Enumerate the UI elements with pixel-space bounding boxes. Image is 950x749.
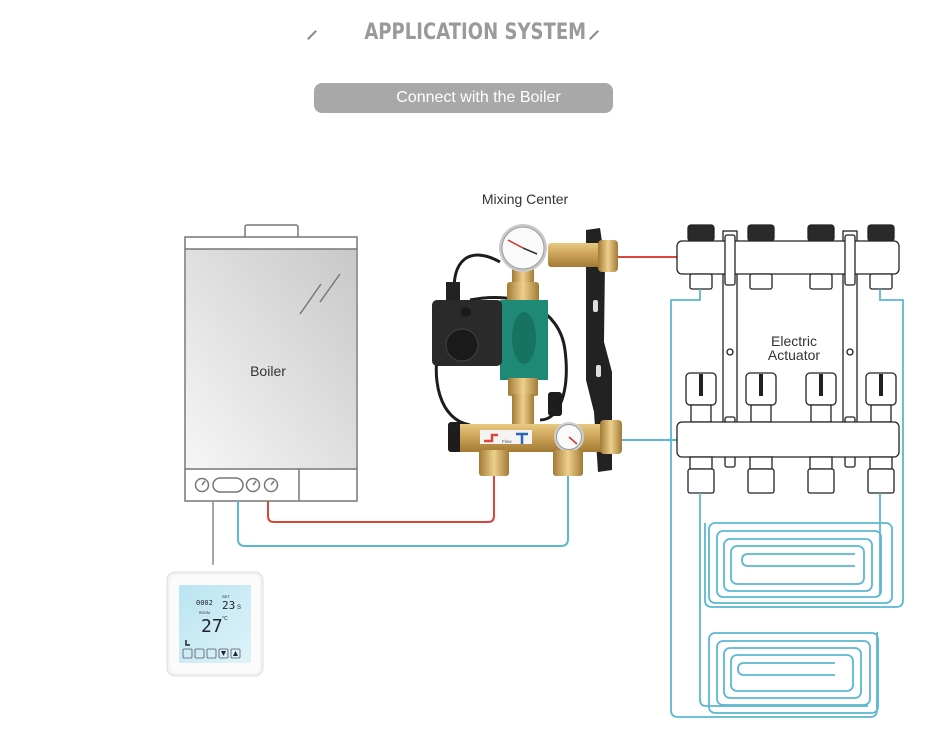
mixing-center: Mixing Center Flow (432, 191, 622, 476)
return-pipe-boiler (237, 470, 569, 547)
flame-icon (185, 640, 190, 646)
boiler-label: Boiler (250, 363, 286, 379)
boiler-dial-icon (245, 477, 261, 493)
flow-label: Flow (502, 439, 512, 444)
thermostat-set-temp: 23 (222, 599, 235, 612)
boiler-dial-icon (263, 477, 279, 493)
top-valve-caps (687, 224, 895, 242)
return-manifold-bar (676, 421, 900, 458)
thermostat[interactable]: 0002 SET 23 S ROOM 27 °C (166, 571, 264, 677)
actuator-label-line1: Electric (771, 333, 817, 349)
flow-arrow-icon (484, 433, 498, 443)
section-title-text: APPLICATION SYSTEM (364, 20, 586, 45)
top-fitting (598, 240, 618, 272)
boiler-dial-icon (194, 477, 210, 493)
connect-with-boiler-label: Connect with the Boiler (396, 89, 561, 106)
glass-reflection-icon (299, 283, 322, 315)
thermostat-set-suffix: S (237, 605, 241, 611)
mixing-center-label: Mixing Center (482, 191, 569, 207)
floor-heating-loops (670, 289, 904, 718)
pump-speed-dial-icon (445, 328, 479, 362)
section-title: APPLICATION SYSTEM (0, 20, 950, 45)
power-button-icon[interactable] (182, 648, 193, 659)
thermostat-screen (179, 585, 251, 663)
boiler-display-icon (212, 477, 244, 493)
mounting-bracket (586, 228, 612, 472)
supply-pipe-boiler (267, 470, 495, 523)
thermostat-clock: 0002 (196, 599, 213, 607)
up-button-icon[interactable] (230, 648, 241, 659)
thermostat-set-label: SET (222, 594, 230, 599)
down-button-icon[interactable] (218, 648, 229, 659)
thermostat-room-label: ROOM (199, 611, 210, 615)
connect-with-boiler-button[interactable]: Connect with the Boiler (314, 83, 613, 113)
manifold (676, 224, 900, 494)
actuator-label-line2: Actuator (768, 347, 820, 363)
thermostat-room-temp: 27 (201, 616, 223, 637)
menu-button-icon[interactable] (194, 648, 205, 659)
ok-button-icon[interactable] (206, 648, 217, 659)
boiler-controls (194, 477, 279, 493)
bottom-fitting (600, 420, 622, 454)
thermostat-unit: °C (222, 616, 228, 622)
boiler: Boiler (184, 224, 358, 502)
return-arrow-icon (516, 432, 528, 444)
supply-manifold-bar (676, 240, 900, 275)
electric-actuators (685, 372, 897, 423)
